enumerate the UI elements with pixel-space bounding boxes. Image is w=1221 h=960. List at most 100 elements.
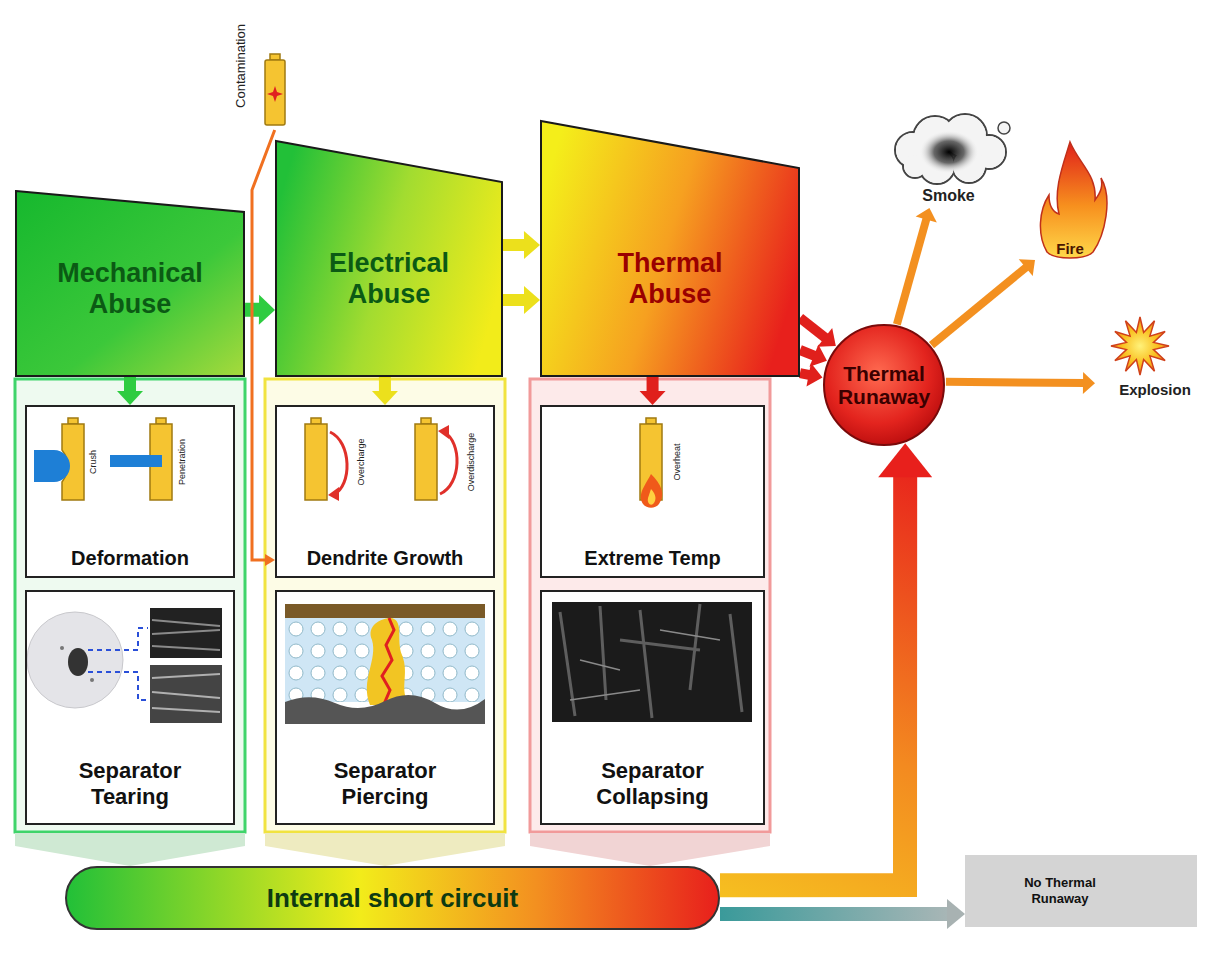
arrow-head bbox=[806, 363, 822, 387]
fire-flame: Fire bbox=[1035, 140, 1105, 265]
panel-chevron bbox=[530, 833, 770, 866]
arrow-head bbox=[916, 208, 937, 223]
arrow-shaft bbox=[720, 907, 951, 921]
box-ground bbox=[540, 590, 765, 825]
battery-cap bbox=[68, 418, 78, 424]
abuse-stage: Electrical Abuse bbox=[275, 140, 503, 377]
category-panel bbox=[15, 379, 245, 832]
icon-label: Overdischarge bbox=[467, 433, 477, 492]
explosion-burst: Explosion bbox=[1095, 316, 1215, 400]
charge-arrowhead bbox=[328, 487, 339, 501]
stage-outline bbox=[16, 191, 244, 376]
flow-arrow bbox=[720, 899, 965, 929]
box-title: Extreme Temp bbox=[584, 547, 720, 570]
photo-streaks bbox=[560, 604, 742, 718]
battery-icon bbox=[305, 424, 327, 500]
arrow-head bbox=[524, 286, 540, 314]
flow-arrow bbox=[372, 377, 398, 405]
micrograph-streaks bbox=[152, 674, 220, 712]
stage-title: Thermal Abuse bbox=[585, 248, 755, 308]
cloud-puff bbox=[998, 122, 1010, 134]
mechanism-box: Deformation bbox=[25, 405, 235, 578]
flow-arrow bbox=[503, 231, 540, 259]
flame bbox=[1040, 142, 1107, 258]
contamination-cell: Contamination bbox=[228, 2, 292, 130]
contamination-spark bbox=[267, 86, 283, 102]
charge-arrow bbox=[330, 432, 347, 494]
tear-hole bbox=[68, 648, 88, 676]
node-title: Thermal Runaway bbox=[832, 362, 936, 408]
arrow-shaft bbox=[503, 294, 527, 306]
zoom-lines bbox=[88, 628, 148, 700]
stage-title: Electrical Abuse bbox=[304, 248, 474, 308]
arrow-shaft bbox=[720, 470, 905, 885]
battery-cap bbox=[156, 418, 166, 424]
flow-arrow bbox=[946, 372, 1095, 394]
box-title: Dendrite Growth bbox=[307, 547, 464, 570]
collapsed-separator-photo bbox=[552, 602, 752, 722]
discharge-arrowhead bbox=[438, 425, 449, 439]
flow-arrow bbox=[800, 363, 822, 387]
runaway-disc bbox=[824, 325, 944, 445]
flow-arrow bbox=[245, 295, 275, 325]
box-title: Separator Collapsing bbox=[568, 758, 738, 809]
heat-flame-core bbox=[648, 489, 656, 505]
smoke-core bbox=[919, 130, 979, 174]
failure-box: Separator Tearing bbox=[25, 590, 235, 825]
box-ground bbox=[25, 590, 235, 825]
arrow-shaft bbox=[897, 217, 927, 324]
abuse-stage: Thermal Abuse bbox=[540, 120, 800, 377]
failure-box: Separator Collapsing bbox=[540, 590, 765, 825]
box-title: Separator Tearing bbox=[45, 758, 215, 809]
mechanism-box: Extreme Temp bbox=[540, 405, 765, 578]
arrow-shaft bbox=[946, 382, 1085, 383]
photo-streaks bbox=[570, 630, 720, 700]
separator-photo bbox=[27, 612, 123, 708]
arrow-head bbox=[878, 443, 932, 477]
short-circuit-bar: Internal short circuit bbox=[65, 866, 720, 930]
panel-chevron bbox=[15, 833, 245, 866]
micrograph-streaks bbox=[152, 620, 220, 650]
flow-arrow bbox=[252, 130, 275, 566]
penetration-nail bbox=[110, 455, 162, 467]
battery-cap bbox=[421, 418, 431, 424]
starburst bbox=[1111, 317, 1169, 375]
abuse-stage: Mechanical Abuse bbox=[15, 190, 245, 377]
battery-icon bbox=[265, 60, 285, 125]
bar-title: Internal short circuit bbox=[267, 883, 518, 914]
electrode-layer bbox=[285, 604, 485, 618]
box-title: Deformation bbox=[71, 547, 189, 570]
icon-label: Crush bbox=[89, 450, 99, 474]
outcome-label: Explosion bbox=[1119, 381, 1191, 398]
arrow-head bbox=[640, 391, 666, 405]
icon-label: Overheat bbox=[673, 443, 683, 480]
flow-arrow bbox=[720, 443, 932, 885]
arrow-head bbox=[524, 231, 540, 259]
arrow-shaft bbox=[931, 266, 1027, 345]
mechanism-box: Dendrite Growth bbox=[275, 405, 495, 578]
category-panel bbox=[530, 379, 770, 832]
arrow-head bbox=[1083, 372, 1095, 394]
battery-cap bbox=[646, 418, 656, 424]
crush-tool bbox=[34, 450, 70, 482]
arrow-head bbox=[259, 295, 275, 325]
outcome-label: No Thermal Runaway bbox=[1015, 875, 1105, 906]
icon-label: Penetration bbox=[178, 439, 188, 485]
arrow-shaft bbox=[800, 318, 827, 339]
stage-outline bbox=[541, 121, 799, 376]
box-title: Separator Piercing bbox=[300, 758, 470, 809]
arrow-shaft bbox=[503, 239, 527, 251]
arrow-head bbox=[372, 391, 398, 405]
battery-cap bbox=[270, 54, 280, 60]
box-ground bbox=[540, 405, 765, 578]
flow-arrow bbox=[503, 286, 540, 314]
arrow-head bbox=[117, 391, 143, 405]
discharge-arrow bbox=[440, 432, 457, 494]
short-path bbox=[382, 618, 394, 704]
battery-cap bbox=[311, 418, 321, 424]
box-ground bbox=[275, 590, 495, 825]
arrow-head bbox=[1019, 259, 1035, 276]
battery-icon bbox=[415, 424, 437, 500]
arrow-shaft bbox=[252, 130, 275, 560]
arrow-head bbox=[817, 328, 835, 347]
